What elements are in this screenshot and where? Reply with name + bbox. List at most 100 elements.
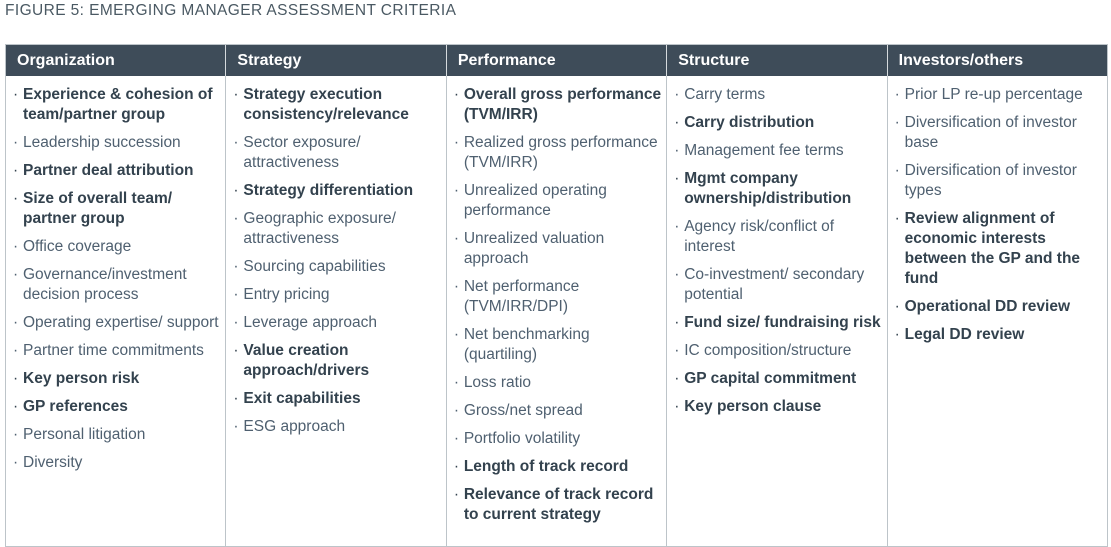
criteria-item-label: Personal litigation	[23, 426, 146, 443]
bullet-icon: ·	[13, 398, 19, 415]
criteria-item: ·Length of track record	[454, 457, 661, 477]
criteria-item-label: Sector exposure/ attractiveness	[243, 134, 361, 171]
criteria-item-label: Co-investment/ secondary potential	[684, 266, 865, 303]
criteria-item-label: Office coverage	[23, 238, 132, 255]
criteria-item: ·Key person risk	[13, 369, 220, 389]
criteria-item-label: GP references	[23, 398, 128, 415]
criteria-item: ·Realized gross performance (TVM/IRR)	[454, 133, 661, 173]
bullet-icon: ·	[233, 286, 239, 303]
bullet-icon: ·	[674, 86, 680, 103]
criteria-item: ·Geographic exposure/ attractiveness	[233, 209, 440, 249]
bullet-icon: ·	[894, 210, 900, 227]
criteria-item-label: Carry terms	[684, 86, 766, 103]
column-items-strategy: · Strategy execution consistency/relevanc…	[225, 76, 445, 546]
bullet-icon: ·	[674, 142, 680, 159]
criteria-item: ·IC composition/structure	[674, 341, 881, 361]
bullet-icon: ·	[453, 230, 459, 247]
bullet-icon: ·	[894, 326, 900, 343]
criteria-item-label: Gross/net spread	[463, 402, 583, 419]
bullet-icon: ·	[894, 162, 900, 179]
column-header-performance: Performance	[445, 45, 666, 76]
bullet-icon: ·	[674, 114, 680, 131]
criteria-item-label: Partner deal attribution	[23, 162, 194, 179]
bullet-icon: ·	[453, 182, 459, 199]
bullet-icon: ·	[233, 210, 239, 227]
criteria-item: ·Carry distribution	[674, 113, 881, 133]
criteria-item: ·Net benchmarking (quartiling)	[454, 325, 661, 365]
criteria-item-label: Strategy execution consistency/relevance	[243, 86, 409, 123]
bullet-icon: ·	[13, 342, 19, 359]
bullet-icon: ·	[233, 182, 239, 199]
criteria-item-label: Net performance (TVM/IRR/DPI)	[463, 278, 580, 315]
criteria-item-label: Governance/investment decision process	[23, 266, 187, 303]
criteria-item: ·Partner deal attribution	[13, 161, 220, 181]
bullet-icon: ·	[674, 170, 680, 187]
column-header-organization: Organization	[17, 51, 115, 69]
bullet-icon: ·	[233, 258, 239, 275]
criteria-item-label: Entry pricing	[243, 286, 330, 303]
bullet-icon: ·	[13, 370, 19, 387]
criteria-item: ·Legal DD review	[895, 325, 1102, 345]
criteria-item: ·Experience & cohesion of team/partner g…	[13, 85, 220, 125]
bullet-icon: ·	[13, 266, 19, 283]
criteria-item-label: Diversification of investor types	[904, 162, 1077, 199]
criteria-item: ·Prior LP re-up percentage	[895, 85, 1102, 105]
criteria-item: ·Operational DD review	[895, 297, 1102, 317]
bullet-icon: ·	[453, 486, 459, 503]
bullet-icon: ·	[13, 190, 19, 207]
criteria-item-label: Sourcing capabilities	[243, 258, 386, 275]
criteria-item: ·Governance/investment decision process	[13, 265, 220, 305]
criteria-item: ·Overall gross performance (TVM/IRR)	[454, 85, 661, 125]
column-header-structure: Structure	[666, 45, 886, 76]
column-header-strategy: Strategy	[225, 45, 445, 76]
bullet-icon: ·	[13, 426, 19, 443]
criteria-item: ·Sector exposure/ attractiveness	[233, 133, 440, 173]
criteria-item-label: Overall gross performance (TVM/IRR)	[463, 86, 662, 123]
criteria-item-label: Net benchmarking (quartiling)	[463, 326, 590, 363]
bullet-icon: ·	[894, 86, 900, 103]
bullet-icon: ·	[674, 370, 680, 387]
criteria-item: ·Exit capabilities	[233, 389, 440, 409]
criteria-item: ·Review alignment of economic interests …	[895, 209, 1102, 289]
column-items-performance: ·Overall gross performance (TVM/IRR)·Rea…	[445, 76, 666, 546]
bullet-icon: ·	[894, 114, 900, 131]
criteria-item-label: GP capital commitment	[684, 370, 857, 387]
bullet-icon: ·	[674, 314, 680, 331]
criteria-item-label: Key person clause	[684, 398, 822, 415]
bullet-icon: ·	[894, 298, 900, 315]
criteria-item-label: Prior LP re-up percentage	[904, 86, 1083, 103]
criteria-item: ·Value creation approach/drivers	[233, 341, 440, 381]
bullet-icon: ·	[13, 238, 19, 255]
criteria-item: ·Leadership succession	[13, 133, 220, 153]
criteria-item-label: Partner time commitments	[23, 342, 204, 359]
criteria-item-label: Review alignment of economic interests b…	[904, 210, 1081, 287]
criteria-item: ·Personal litigation	[13, 425, 220, 445]
criteria-item: ·Unrealized valuation approach	[454, 229, 661, 269]
criteria-item: ·Portfolio volatility	[454, 429, 661, 449]
criteria-item: ·Size of overall team/ partner group	[13, 189, 220, 229]
bullet-icon: ·	[233, 314, 239, 331]
bullet-icon: ·	[674, 398, 680, 415]
criteria-item-label: Value creation approach/drivers	[243, 342, 370, 379]
criteria-item-label: Operating expertise/ support	[23, 314, 219, 331]
criteria-item-label: Mgmt company ownership/distribution	[684, 170, 852, 207]
bullet-icon: ·	[233, 342, 239, 359]
criteria-item: ·Office coverage	[13, 237, 220, 257]
criteria-item-label: Legal DD review	[904, 326, 1025, 343]
bullet-icon: ·	[13, 134, 19, 151]
criteria-item: ·Co-investment/ secondary potential	[674, 265, 881, 305]
table-body-row: ·Experience & cohesion of team/partner g…	[6, 76, 1107, 546]
criteria-item: ·Loss ratio	[454, 373, 661, 393]
criteria-item-label: Strategy differentiation	[243, 182, 414, 199]
bullet-icon: ·	[453, 374, 459, 391]
bullet-icon: ·	[13, 454, 19, 471]
criteria-item-label: ESG approach	[243, 418, 346, 435]
criteria-item: ·Leverage approach	[233, 313, 440, 333]
criteria-item-label: IC composition/structure	[684, 342, 852, 359]
criteria-item: ·Diversity	[13, 453, 220, 473]
criteria-item: ·Operating expertise/ support	[13, 313, 220, 333]
bullet-icon: ·	[453, 458, 459, 475]
criteria-item: ·Entry pricing	[233, 285, 440, 305]
